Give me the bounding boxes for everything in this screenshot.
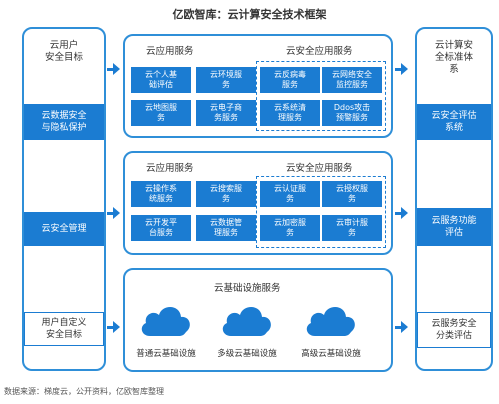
tile-dev-platform: 云开发平 台服务	[131, 215, 191, 241]
arrow-left-3	[107, 321, 120, 333]
left-heading: 云用户 安全目标	[44, 40, 83, 63]
right-heading: 云计算安 全标准体 系	[434, 40, 473, 75]
arrow-left-1	[107, 63, 120, 75]
tile-authorization: 云授权服 务	[322, 181, 382, 207]
tile-personal-eval: 云个人基 础评估	[131, 67, 191, 93]
cloud-icon-standard	[141, 306, 190, 336]
source-note: 数据来源：梯度云，公开资料，亿欧智库整理	[4, 387, 164, 396]
panel-mid-left-label: 云应用服务	[146, 163, 194, 174]
panel-top-left-label: 云应用服务	[146, 46, 194, 57]
right-box-assessment-system: 云安全评估 系统	[417, 104, 491, 140]
panel-mid-right-label: 云安全应用服务	[286, 163, 353, 174]
left-box-data-security: 云数据安全 与隐私保护	[24, 104, 104, 140]
tile-ddos-alert: Ddos攻击 预警服务	[322, 100, 382, 126]
cloud-icon-advanced	[306, 306, 355, 336]
cloud-label-multilevel: 多级云基础设施	[217, 349, 277, 359]
cloud-label-advanced: 高级云基础设施	[301, 349, 361, 359]
tile-encryption: 云加密服 务	[260, 215, 320, 241]
tile-authentication: 云认证服 务	[260, 181, 320, 207]
tile-audit: 云审计服 务	[322, 215, 382, 241]
tile-os: 云操作系 统服务	[131, 181, 191, 207]
right-box-function-eval: 云服务功能 评估	[417, 208, 491, 246]
panel-top-right-label: 云安全应用服务	[286, 46, 353, 57]
tile-antivirus: 云反病毒 服务	[260, 67, 320, 93]
left-box-security-management: 云安全管理	[24, 212, 104, 246]
arrow-right-1	[395, 63, 408, 75]
left-box-custom-goal: 用户自定义 安全目标	[24, 312, 104, 346]
panel-bottom-label: 云基础设施服务	[214, 283, 281, 294]
tile-network-monitor: 云网络安全 监控服务	[322, 67, 382, 93]
tile-ecommerce: 云电子商 务服务	[196, 100, 256, 126]
tile-data-management: 云数据管 理服务	[196, 215, 256, 241]
arrow-right-2	[395, 207, 408, 219]
cloud-label-standard: 普通云基础设施	[136, 349, 196, 359]
cloud-icon-multilevel	[222, 306, 271, 336]
tile-search: 云搜索服 务	[196, 181, 256, 207]
tile-environment: 云环境服 务	[196, 67, 256, 93]
tile-map: 云地图服 务	[131, 100, 191, 126]
page-title: 亿欧智库：云计算安全技术框架	[172, 8, 327, 21]
arrow-left-2	[107, 207, 120, 219]
panel-mid-security-group	[256, 176, 386, 248]
arrow-right-3	[395, 321, 408, 333]
panel-top-security-group	[256, 61, 386, 131]
tile-system-clean: 云系统清 理服务	[260, 100, 320, 126]
right-box-classification-eval: 云服务安全 分类评估	[417, 312, 491, 348]
